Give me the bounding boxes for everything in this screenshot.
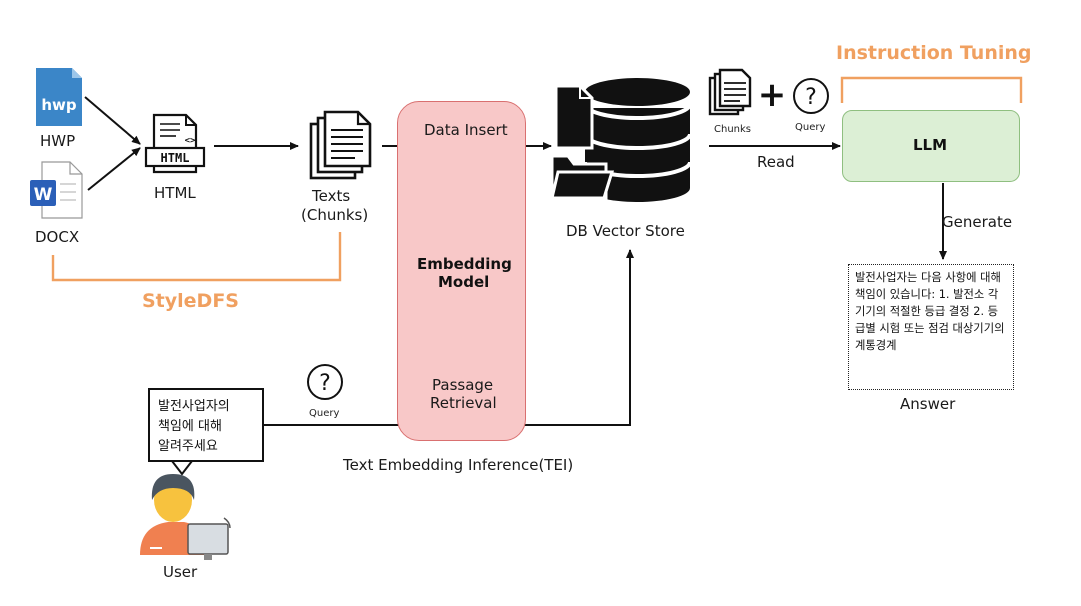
question-icon-top: ? <box>793 78 829 114</box>
arrow-hwp-to-html <box>84 96 141 145</box>
instruction-tuning-label: Instruction Tuning <box>836 42 1032 64</box>
plus-sign: + <box>758 75 787 115</box>
embedding-model-title-line2: Model <box>438 273 490 291</box>
passage-retrieval-line1: Passage <box>432 376 494 394</box>
chunks-label: Chunks <box>714 124 751 135</box>
llm-box <box>842 110 1020 182</box>
html-tag-glyph: <> <box>185 136 196 146</box>
answer-box: 발전사업자는 다음 사항에 대해 책임이 있습니다: 1. 발전소 각 기기의 … <box>848 264 1014 390</box>
query-label-top: Query <box>795 122 826 133</box>
vector-store-label: DB Vector Store <box>566 222 685 240</box>
hwp-file-icon: hwp <box>36 68 82 126</box>
question-icon-bottom: ? <box>307 364 343 400</box>
passage-retrieval-line2: Retrieval <box>430 394 497 412</box>
query-label-bottom: Query <box>309 408 340 419</box>
answer-text: 발전사업자는 다음 사항에 대해 책임이 있습니다: 1. 발전소 각 기기의 … <box>855 271 1005 352</box>
instruction-tuning-bracket <box>840 76 1023 103</box>
embedding-model-title-line1: Embedding <box>417 255 512 273</box>
word-icon-text: W <box>34 185 53 205</box>
arrow-docx-to-html <box>87 147 141 191</box>
hwp-icon-text: hwp <box>41 96 77 114</box>
docx-label: DOCX <box>35 228 80 246</box>
user-question-bubble: 발전사업자의 책임에 대해 알려주세요 <box>148 388 264 462</box>
arrow-query-retrieval <box>264 249 634 426</box>
document-stack-icon <box>309 110 372 180</box>
html-file-icon: <> HTML <box>144 113 206 174</box>
embedding-model-box <box>397 101 526 441</box>
vector-store-icon <box>550 78 692 202</box>
hwp-label: HWP <box>40 132 76 150</box>
answer-label: Answer <box>900 395 956 413</box>
llm-label: LLM <box>913 136 948 154</box>
user-question-line1: 발전사업자의 <box>158 399 230 414</box>
html-label: HTML <box>154 184 196 202</box>
styledfs-bracket <box>51 232 342 282</box>
tei-caption: Text Embedding Inference(TEI) <box>343 456 574 474</box>
svg-text:?: ? <box>319 371 331 396</box>
user-question-line3: 알려주세요 <box>158 439 218 454</box>
speech-bubble-tail <box>171 460 193 476</box>
texts-label-line1: Texts <box>312 187 351 205</box>
svg-text:?: ? <box>805 85 817 110</box>
user-icon <box>140 474 231 560</box>
styledfs-label: StyleDFS <box>142 290 239 312</box>
user-label: User <box>163 563 198 581</box>
user-question-line2: 책임에 대해 <box>158 419 222 434</box>
generate-label: Generate <box>942 213 1013 231</box>
data-insert-label: Data Insert <box>424 121 508 139</box>
docx-file-icon: W <box>30 161 83 219</box>
read-label: Read <box>757 153 795 171</box>
texts-label-line2: (Chunks) <box>301 206 369 224</box>
chunks-icon <box>708 68 752 116</box>
html-icon-text: HTML <box>161 151 190 165</box>
